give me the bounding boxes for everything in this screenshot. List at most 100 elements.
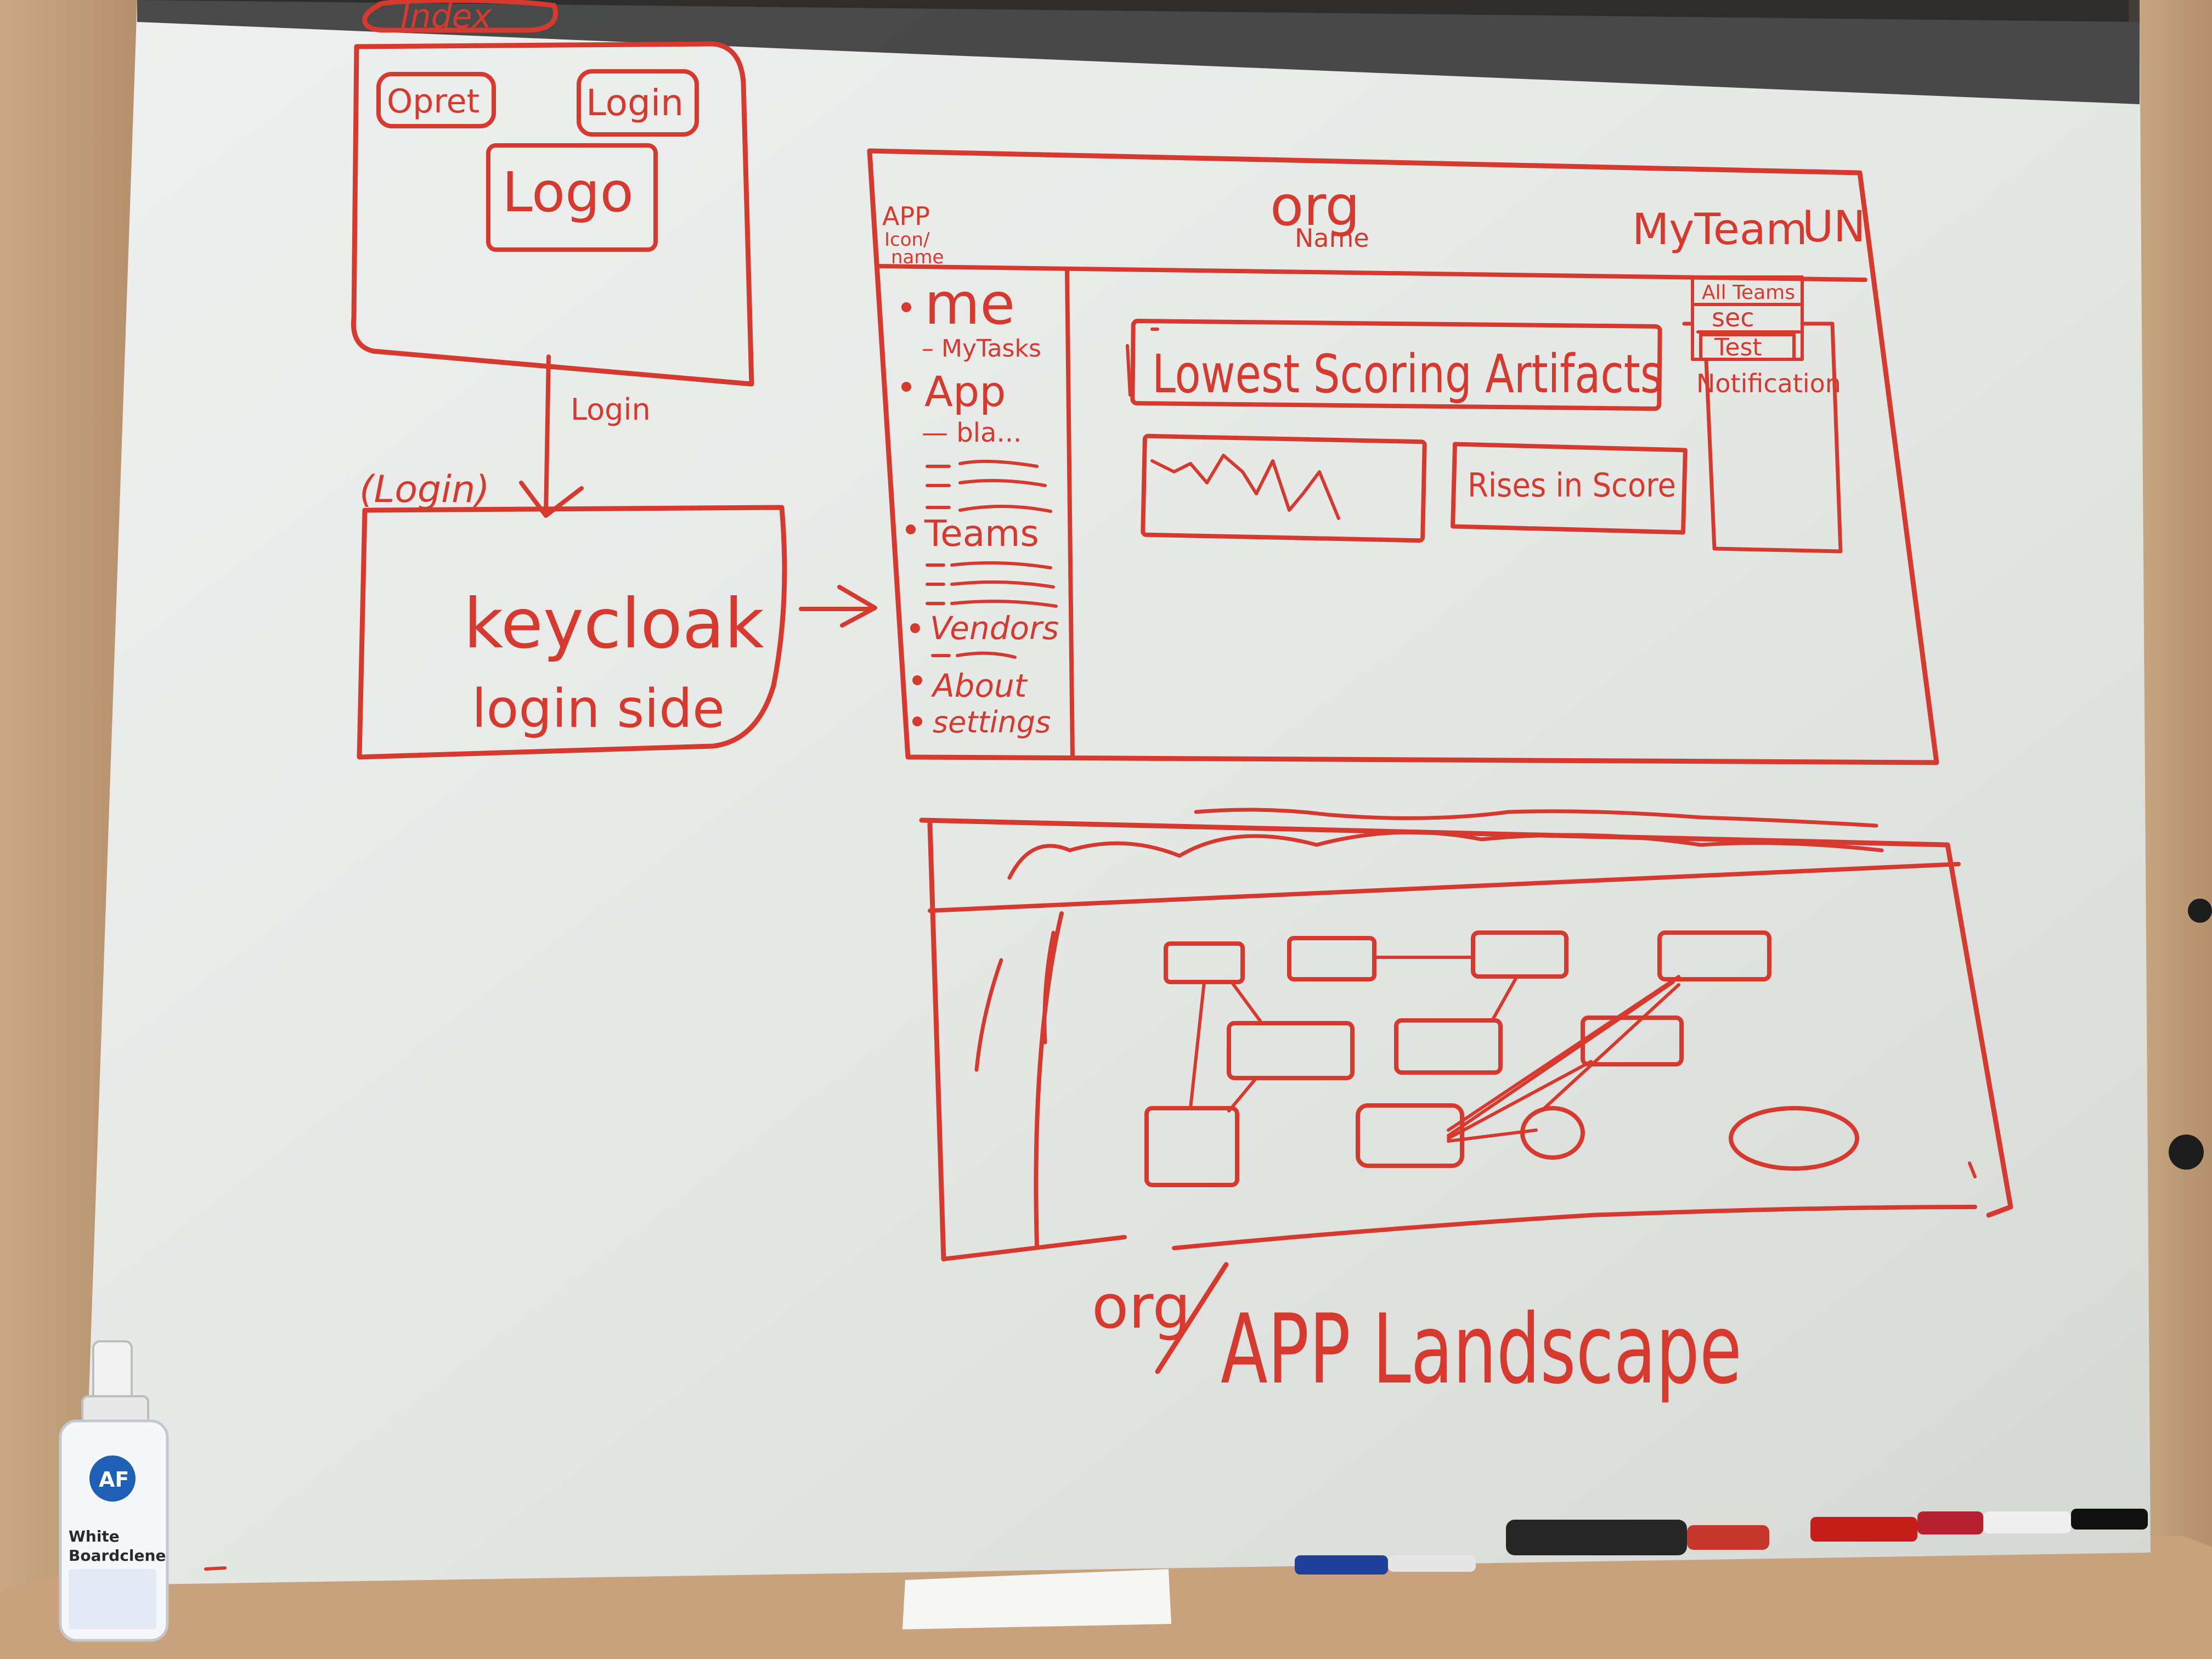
landscape-node[interactable] bbox=[1471, 930, 1568, 979]
lowest-scoring-widget: Lowest Scoring Artifacts bbox=[1126, 319, 1662, 411]
nav-item-mytasks[interactable]: – MyTasks bbox=[922, 335, 1041, 363]
landscape-label-main: APP Landscape bbox=[1221, 1294, 1742, 1406]
landscape-edge bbox=[1189, 980, 1206, 1110]
team-option-test[interactable]: Test bbox=[1714, 334, 1762, 362]
landscape-edge bbox=[1447, 1128, 1538, 1143]
bullet-icon bbox=[901, 382, 911, 392]
opret-button[interactable] bbox=[376, 72, 496, 128]
bullet-icon bbox=[901, 302, 911, 312]
bottle-line2: Boardclene bbox=[69, 1547, 166, 1565]
nav-item-settings[interactable]: settings bbox=[933, 705, 1051, 740]
login-title: (Login) bbox=[359, 468, 490, 511]
landscape-edge bbox=[1447, 975, 1680, 1132]
bottle-line1: White bbox=[69, 1527, 120, 1545]
team-dropdown-dividers bbox=[1694, 303, 1801, 334]
landscape-node[interactable] bbox=[1657, 930, 1771, 981]
marker bbox=[1917, 1511, 1983, 1534]
notification-panel: Notification bbox=[1682, 321, 1843, 554]
nav-item-app[interactable]: App bbox=[924, 367, 1006, 416]
notification-label: Notification bbox=[1696, 369, 1841, 398]
lowest-scoring-label: Lowest Scoring Artifacts bbox=[1152, 343, 1662, 405]
index-frame bbox=[351, 41, 754, 387]
index-title-bubble bbox=[362, 0, 558, 33]
marker-tray bbox=[902, 1509, 2148, 1629]
landscape-edge bbox=[1447, 1060, 1593, 1140]
index-sketch: Index Opret Login Logo bbox=[351, 0, 754, 387]
landscape-node[interactable] bbox=[1227, 1021, 1355, 1080]
org-subtitle: Name bbox=[1295, 223, 1369, 253]
nav-item-teams[interactable]: Teams bbox=[924, 512, 1039, 555]
app-icon-label-1: APP bbox=[882, 201, 930, 231]
landscape-node[interactable] bbox=[1729, 1106, 1859, 1171]
landscape-sketch bbox=[919, 808, 2013, 1262]
sparkline bbox=[1150, 454, 1340, 520]
index-title: Index bbox=[400, 0, 492, 36]
landscape-sidebar-marks bbox=[974, 930, 1056, 1072]
notification-frame bbox=[1682, 321, 1843, 554]
rises-frame bbox=[1451, 442, 1688, 535]
landscape-scroll-mark bbox=[1968, 1161, 1977, 1178]
landscape-label-org: org bbox=[1092, 1272, 1190, 1342]
landscape-scribble-top bbox=[1194, 808, 1878, 828]
nav-item-vendors[interactable]: Vendors bbox=[930, 610, 1059, 647]
landscape-edge bbox=[1227, 1076, 1258, 1113]
landscape-edge bbox=[1447, 980, 1675, 1137]
landscape-edge bbox=[1543, 983, 1680, 1110]
nav-item-me[interactable]: me bbox=[924, 270, 1015, 337]
login-label: Login bbox=[586, 82, 684, 124]
login-side-label: login side bbox=[472, 678, 725, 740]
bullet-icon bbox=[912, 675, 922, 685]
dashboard-sketch: APP Icon/ name org Name MyTeam UN me – M… bbox=[867, 148, 1939, 765]
landscape-bottom bbox=[941, 1205, 1977, 1261]
sidebar-nav: me – MyTasks App — bla... Teams Vendors … bbox=[901, 270, 1059, 740]
marker bbox=[1687, 1525, 1769, 1550]
nav-placeholder-lines bbox=[926, 561, 1058, 608]
lowest-scoring-marks bbox=[1126, 328, 1159, 397]
eraser bbox=[1506, 1520, 1687, 1555]
login-sketch: (Login) keycloak login side bbox=[357, 468, 787, 760]
bottle-label-fineprint bbox=[69, 1569, 156, 1629]
sparkline-widget bbox=[1141, 433, 1427, 543]
team-option-all[interactable]: All Teams bbox=[1702, 281, 1795, 304]
marker bbox=[1295, 1555, 1388, 1575]
landscape-label-slash bbox=[1155, 1262, 1229, 1374]
bottle-brand: AF bbox=[99, 1468, 129, 1492]
user-abbrev[interactable]: UN bbox=[1802, 202, 1865, 252]
stray-mark bbox=[204, 1566, 227, 1571]
landscape-header-divider bbox=[928, 862, 1961, 913]
marker bbox=[2071, 1509, 2148, 1530]
login-flow-arrow: Login bbox=[519, 354, 651, 518]
logo-box bbox=[486, 143, 658, 252]
sidebar-divider bbox=[1065, 267, 1075, 759]
opret-label: Opret bbox=[387, 82, 479, 121]
landscape-edge bbox=[1230, 980, 1263, 1025]
dashboard-frame bbox=[867, 148, 1939, 765]
team-option-sec[interactable]: sec bbox=[1712, 303, 1754, 332]
rises-widget: Rises in Score bbox=[1451, 442, 1688, 535]
login-frame bbox=[357, 505, 787, 760]
whiteboard-surface bbox=[82, 0, 2151, 1585]
rises-label: Rises in Score bbox=[1468, 466, 1676, 505]
cleaner-bottle: AF White Boardclene bbox=[59, 1340, 169, 1642]
lowest-scoring-frame bbox=[1130, 319, 1662, 411]
landscape-sidebar-divider bbox=[1034, 911, 1064, 1248]
team-dropdown[interactable]: All Teams sec Test bbox=[1691, 275, 1804, 362]
my-team-label[interactable]: MyTeam bbox=[1632, 205, 1808, 255]
nav-item-about[interactable]: About bbox=[930, 667, 1028, 704]
app-icon-label-3: name bbox=[891, 246, 944, 268]
landscape-node[interactable] bbox=[1394, 1018, 1503, 1075]
bullet-icon bbox=[906, 524, 916, 534]
marker bbox=[1810, 1517, 1917, 1542]
landscape-node[interactable] bbox=[1356, 1103, 1464, 1168]
bullet-icon bbox=[910, 623, 920, 633]
bullet-icon bbox=[912, 716, 922, 726]
board-screw bbox=[2188, 899, 2212, 923]
flow-arrow-label: Login bbox=[571, 392, 651, 427]
sticky-paper bbox=[902, 1569, 1171, 1629]
nav-item-bla[interactable]: — bla... bbox=[922, 417, 1022, 448]
login-button[interactable] bbox=[577, 69, 699, 137]
sparkline-frame bbox=[1141, 433, 1427, 543]
app-icon-label-2: Icon/ bbox=[884, 229, 930, 251]
